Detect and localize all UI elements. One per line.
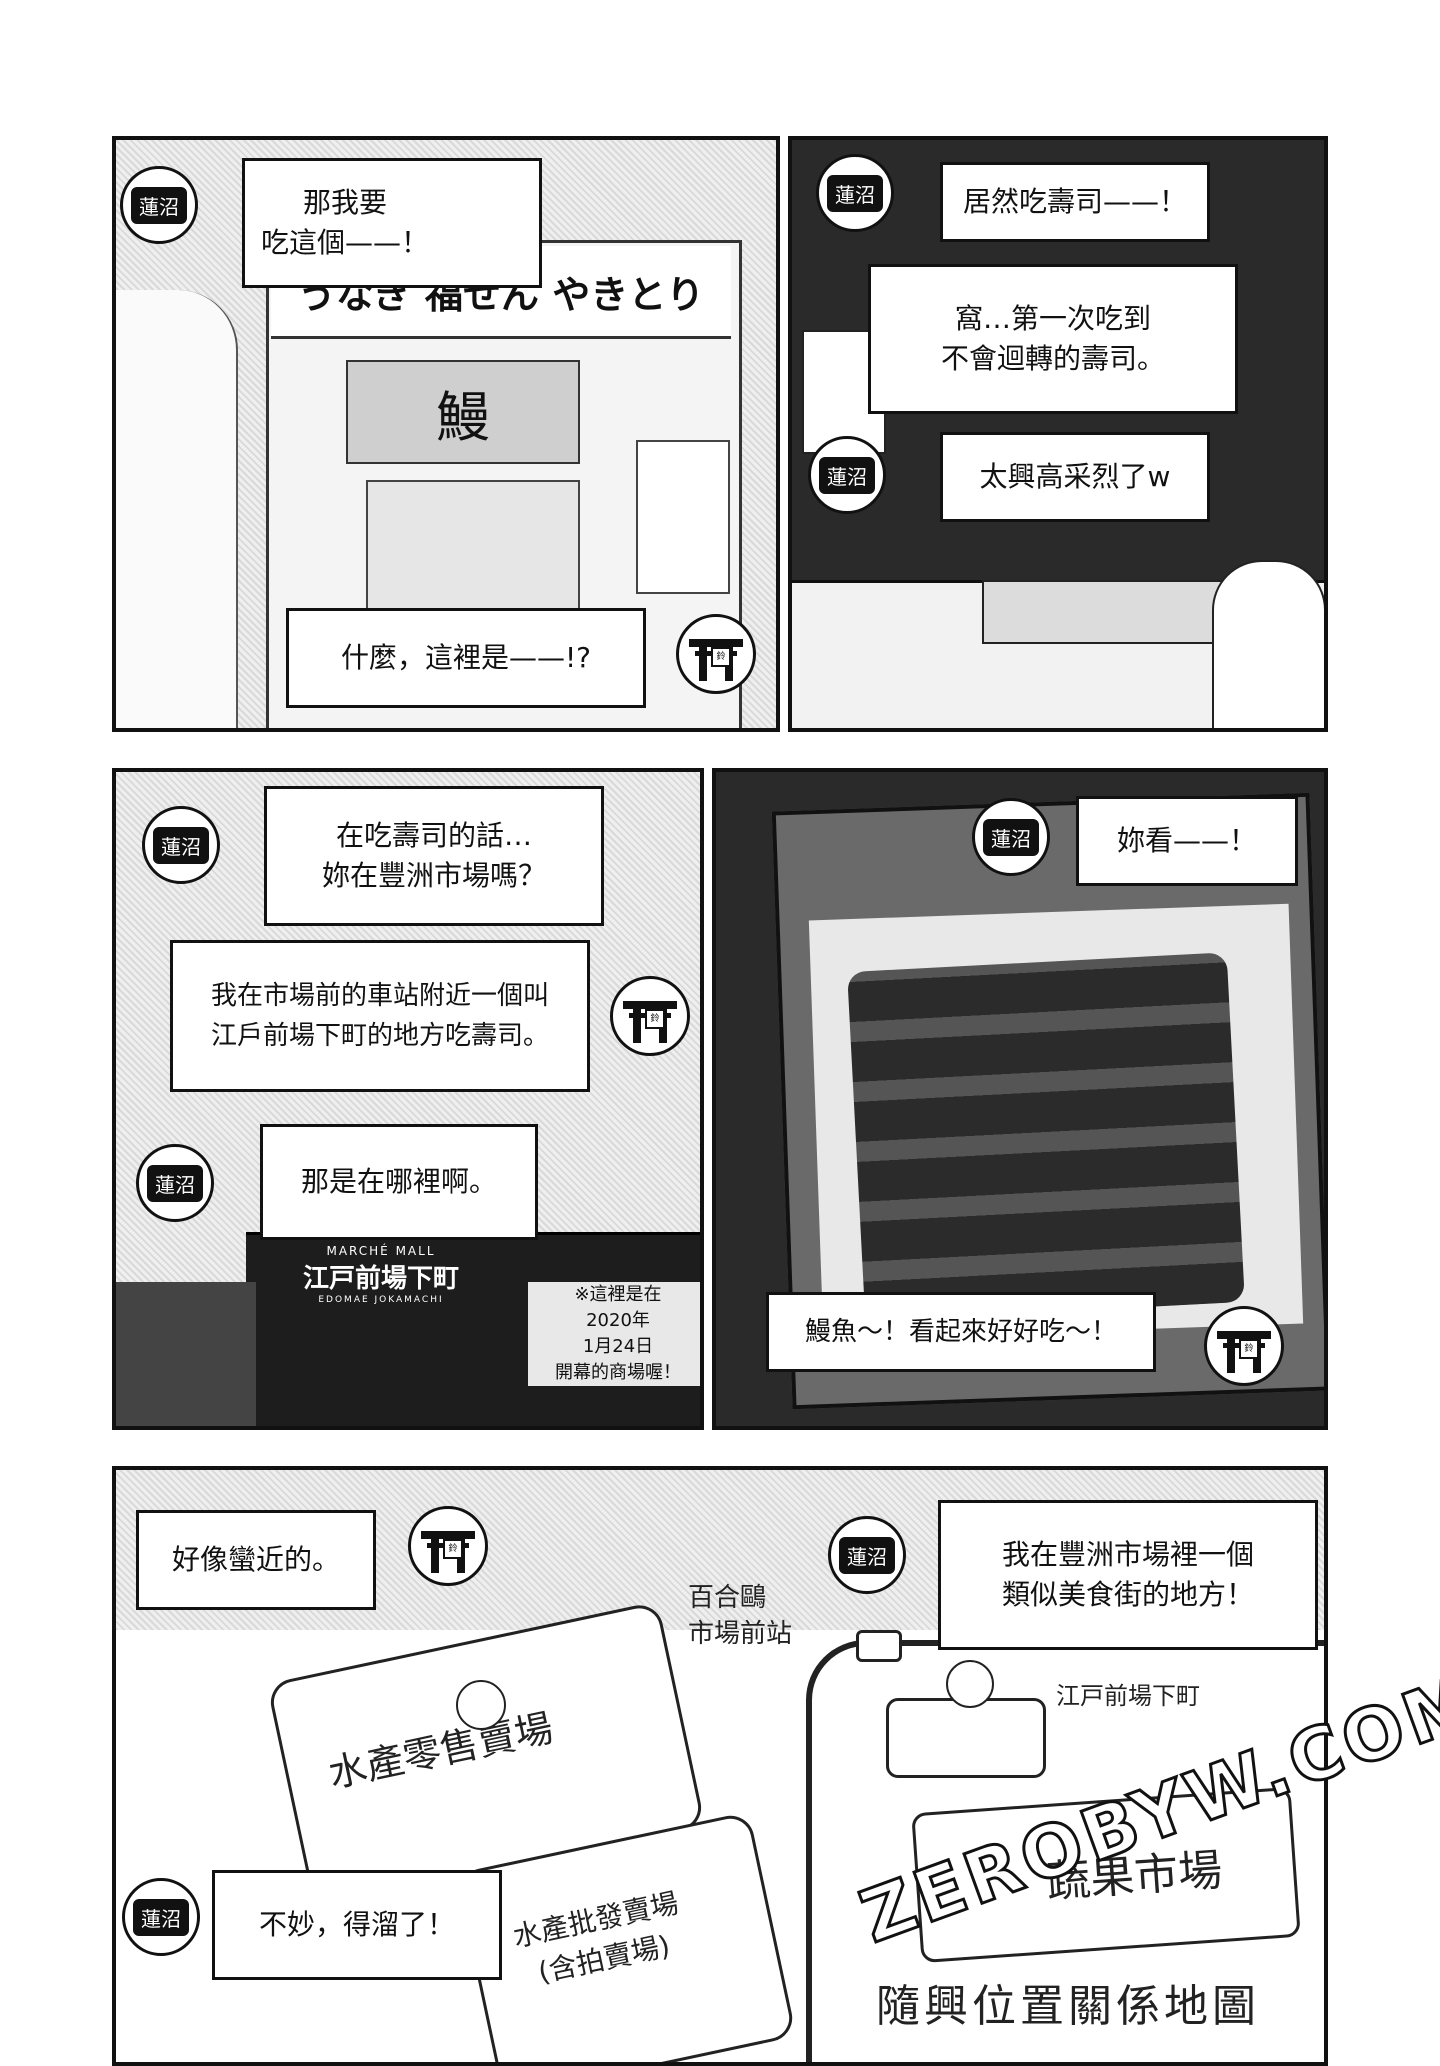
- speech-bubble: 居然吃壽司——！: [940, 162, 1210, 242]
- speech-bubble: 我在市場前的車站附近一個叫 江戶前場下町的地方吃壽司。: [170, 940, 590, 1092]
- panel-5: 百合鷗 市場前站 水產零售賣場 水產批發賣場 (含拍賣場) 江戸前場下町 蔬果市…: [112, 1466, 1328, 2066]
- mall-sign-top: MARCHÉ MALL: [326, 1244, 436, 1258]
- panel-1: うなぎ 福せん やきとり 鰻 蓮沼 那我要 吃這個——！ 什麼，這裡是——!? …: [112, 136, 780, 732]
- grilled-eel: [847, 952, 1245, 1322]
- map-station-marker: [856, 1630, 902, 1662]
- panel-4: 蓮沼 妳看——！ 鰻魚～！看起來好好吃～！ 鈴: [712, 768, 1328, 1430]
- speech-bubble: 好像蠻近的。: [136, 1510, 376, 1610]
- speaker-tag-renuma: 蓮沼: [142, 806, 220, 884]
- torii-icon: 鈴: [676, 614, 756, 694]
- girl-icon-map: [456, 1680, 506, 1730]
- speech-bubble: 妳看——！: [1076, 796, 1298, 886]
- torii-icon: 鈴: [610, 976, 690, 1056]
- speaker-tag-renuma: 蓮沼: [122, 1878, 200, 1956]
- mall-building-side: [116, 1282, 256, 1426]
- speech-bubble: 我在豐洲市場裡一個 類似美食街的地方！: [938, 1500, 1318, 1650]
- menu-poster: [636, 440, 730, 594]
- panel-2: 蓮沼 居然吃壽司——！ 窩…第一次吃到 不會迴轉的壽司。 蓮沼 太興高采烈了w: [788, 136, 1328, 732]
- speaker-tag-renuma: 蓮沼: [808, 436, 886, 514]
- speech-bubble: 太興高采烈了w: [940, 432, 1210, 522]
- map-edomae-label: 江戸前場下町: [1056, 1682, 1200, 1710]
- sushi-case: [982, 580, 1236, 644]
- girl-with-headband: [1212, 560, 1324, 728]
- noren-text: 鰻: [436, 385, 490, 449]
- speech-bubble: 窩…第一次吃到 不會迴轉的壽司。: [868, 264, 1238, 414]
- mall-sign-name: 江戸前場下町: [302, 1264, 459, 1294]
- speaker-tag-renuma: 蓮沼: [972, 798, 1050, 876]
- mall-note: ※這裡是在 2020年 1月24日 開幕的商場喔！: [528, 1282, 700, 1386]
- speech-bubble: 那是在哪裡啊。: [260, 1124, 538, 1240]
- torii-icon: 鈴: [1204, 1306, 1284, 1386]
- noren-curtain: 鰻: [346, 360, 580, 464]
- speech-bubble: 鰻魚～！看起來好好吃～！: [766, 1292, 1156, 1372]
- speech-bubble: 不妙，得溜了！: [212, 1870, 502, 1980]
- speaker-tag-renuma: 蓮沼: [828, 1516, 906, 1594]
- map-station-label: 百合鷗 市場前站: [688, 1583, 793, 1649]
- speech-bubble: 那我要 吃這個——！: [242, 158, 542, 288]
- speech-bubble: 在吃壽司的話… 妳在豐洲市場嗎？: [264, 786, 604, 926]
- girl-in-mask: [116, 290, 238, 728]
- speaker-tag-renuma: 蓮沼: [816, 154, 894, 232]
- torii-icon: 鈴: [408, 1506, 488, 1586]
- map-edomae-area: [886, 1698, 1046, 1778]
- speech-bubble: 什麼，這裡是——!?: [286, 608, 646, 708]
- map-caption: 隨興位置關係地圖: [876, 1981, 1260, 2032]
- girl-icon-edomae: [946, 1660, 994, 1708]
- mall-sign: MARCHÉ MALL 江戸前場下町 EDOMAE JOKAMACHI: [266, 1244, 496, 1324]
- mall-sign-sub: EDOMAE JOKAMACHI: [318, 1295, 444, 1305]
- panel-3: MARCHÉ MALL 江戸前場下町 EDOMAE JOKAMACHI ※這裡是…: [112, 768, 704, 1430]
- speaker-tag-renuma: 蓮沼: [136, 1144, 214, 1222]
- speaker-tag-renuma: 蓮沼: [120, 166, 198, 244]
